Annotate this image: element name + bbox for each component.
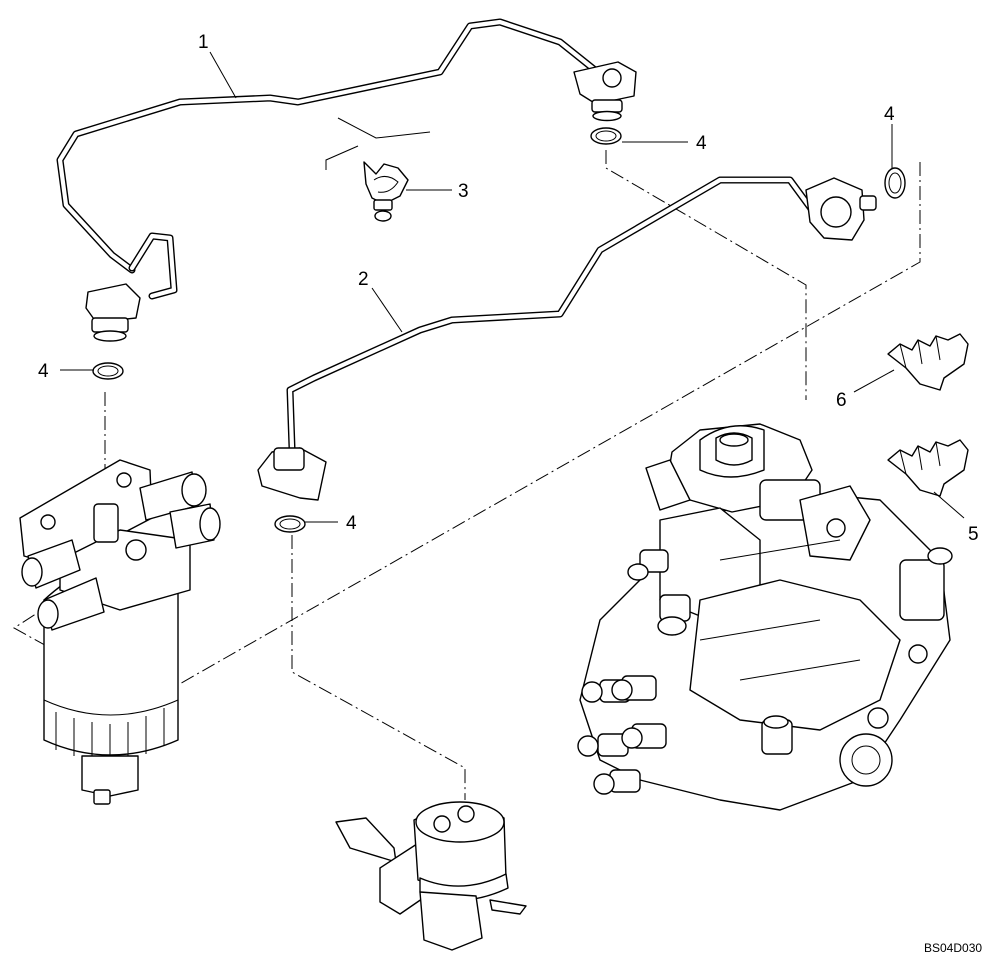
delivery-valves [577, 547, 953, 795]
washer-lower [274, 515, 306, 533]
fuel-filter [19, 459, 221, 805]
washer-top [590, 127, 622, 145]
pipe-clamp-6 [887, 333, 969, 391]
callout-pipe-2: 2 [358, 269, 369, 290]
callout-clamp-6: 6 [836, 390, 847, 411]
section-marker [325, 117, 431, 170]
leader-lines [60, 51, 965, 523]
callout-clip-3: 3 [458, 181, 469, 202]
fuel-pipe-1 [56, 18, 637, 342]
lift-pump [335, 801, 527, 951]
callout-pipe-1: 1 [198, 32, 209, 53]
washer-right [884, 167, 906, 199]
washer-filter [92, 362, 124, 380]
callout-washer-4-lower: 4 [346, 513, 357, 534]
callout-washer-4-top: 4 [696, 133, 707, 154]
pipe-clip-3 [363, 161, 409, 222]
callout-labels: 1 2 3 4 4 4 4 5 6 [38, 32, 979, 545]
drawing-code: BS04D030 [924, 941, 982, 955]
sealing-washers-4 [92, 127, 906, 533]
callout-clamp-5: 5 [968, 524, 979, 545]
fuel-pipe-2 [257, 176, 877, 501]
injection-pump [577, 423, 953, 811]
pipe-clamp-5 [887, 439, 969, 497]
callout-washer-4-right: 4 [884, 104, 895, 125]
callout-washer-4-filter: 4 [38, 361, 49, 382]
